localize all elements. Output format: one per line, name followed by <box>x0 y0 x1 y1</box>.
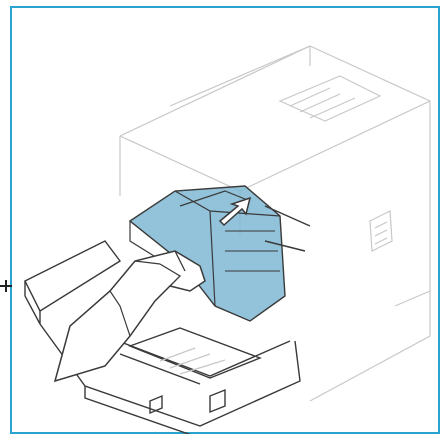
hand-and-arm <box>53 250 206 383</box>
printer-toner-illustration <box>24 45 431 434</box>
crosshair-mark-icon <box>0 280 12 292</box>
front-tray <box>24 240 301 434</box>
toner-cartridge <box>128 185 311 322</box>
